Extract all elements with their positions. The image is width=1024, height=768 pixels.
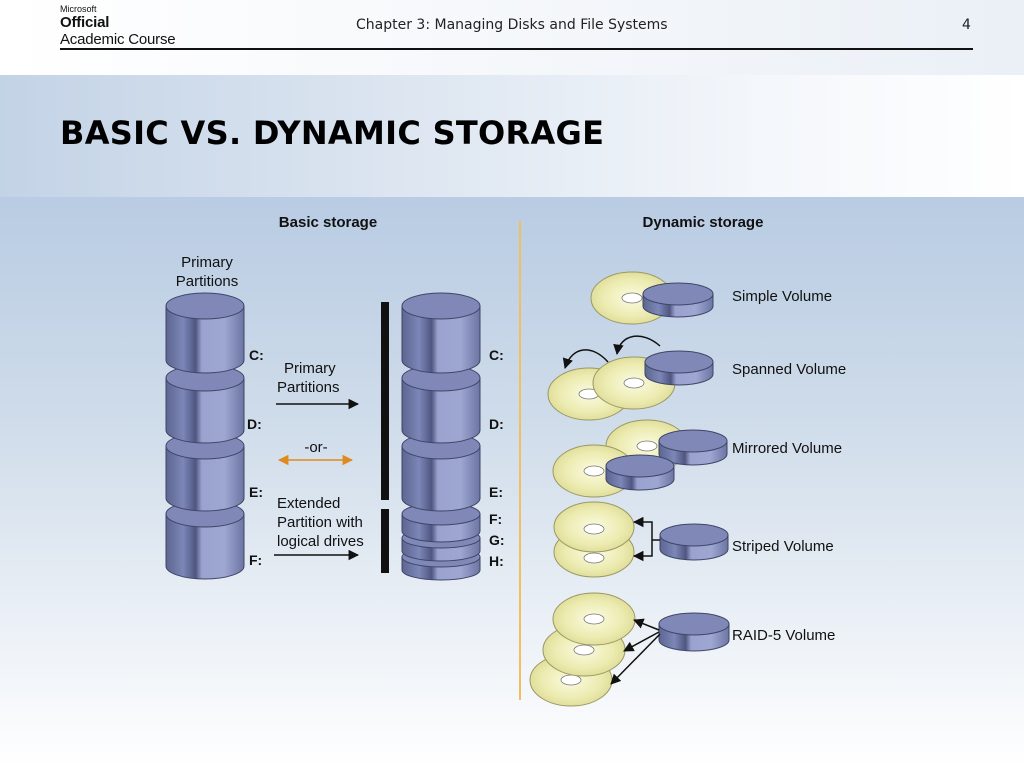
extended-label-line2: Partition with xyxy=(277,514,363,531)
spanned-volume-graphic xyxy=(547,335,714,421)
chapter-title: Chapter 3: Managing Disks and File Syste… xyxy=(356,17,668,33)
logo-official: Official xyxy=(60,14,110,31)
right-drive-c: C: xyxy=(489,347,504,363)
slide-title: BASIC VS. DYNAMIC STORAGE xyxy=(60,114,605,152)
right-disk-stack xyxy=(401,292,481,581)
extended-label-line3: logical drives xyxy=(277,533,364,550)
or-label: -or- xyxy=(304,439,327,456)
logo-academic-course: Academic Course xyxy=(60,31,176,48)
extended-label-line1: Extended xyxy=(277,495,340,512)
striped-volume-graphic xyxy=(553,501,729,578)
spanned-volume-label: Spanned Volume xyxy=(732,361,846,378)
right-drive-d: D: xyxy=(489,416,504,432)
raid5-volume-label: RAID-5 Volume xyxy=(732,627,835,644)
mirrored-volume-graphic xyxy=(552,419,728,498)
arrow-primary-label-line1: Primary xyxy=(284,360,336,377)
dynamic-storage-heading: Dynamic storage xyxy=(643,214,764,231)
header-rule xyxy=(60,48,973,50)
striped-volume-label: Striped Volume xyxy=(732,538,834,555)
left-drive-c: C: xyxy=(249,347,264,363)
right-cylinder-c xyxy=(401,292,481,374)
right-drive-h: H: xyxy=(489,553,504,569)
primary-partitions-label-line1: Primary xyxy=(181,254,233,271)
left-drive-f: F: xyxy=(249,552,262,568)
cylinder-f xyxy=(165,500,245,580)
microsoft-official-academic-course-logo: Microsoft Official Academic Course xyxy=(60,4,176,48)
cylinder-c xyxy=(165,292,245,374)
page-number: 4 xyxy=(962,17,971,33)
cylinder-d xyxy=(165,364,245,444)
raid5-volume-graphic xyxy=(529,592,730,707)
right-drive-f: F: xyxy=(489,511,502,527)
simple-volume-label: Simple Volume xyxy=(732,288,832,305)
extended-bracket-bar xyxy=(381,509,389,573)
top-strip xyxy=(0,0,1024,75)
right-cylinder-e xyxy=(401,432,481,512)
basic-storage-heading: Basic storage xyxy=(279,214,377,231)
logo-microsoft: Microsoft xyxy=(60,4,97,14)
right-cylinder-d xyxy=(401,364,481,444)
left-disk-stack xyxy=(165,292,245,580)
primary-bracket-bar xyxy=(381,302,389,500)
mirrored-volume-label: Mirrored Volume xyxy=(732,440,842,457)
arrow-primary-label-line2: Partitions xyxy=(277,379,340,396)
primary-partitions-label-line2: Partitions xyxy=(176,273,239,290)
simple-volume-graphic xyxy=(590,271,714,325)
right-drive-e: E: xyxy=(489,484,503,500)
left-drive-d: D: xyxy=(247,416,262,432)
cylinder-e xyxy=(165,432,245,512)
right-drive-g: G: xyxy=(489,532,505,548)
left-drive-e: E: xyxy=(249,484,263,500)
